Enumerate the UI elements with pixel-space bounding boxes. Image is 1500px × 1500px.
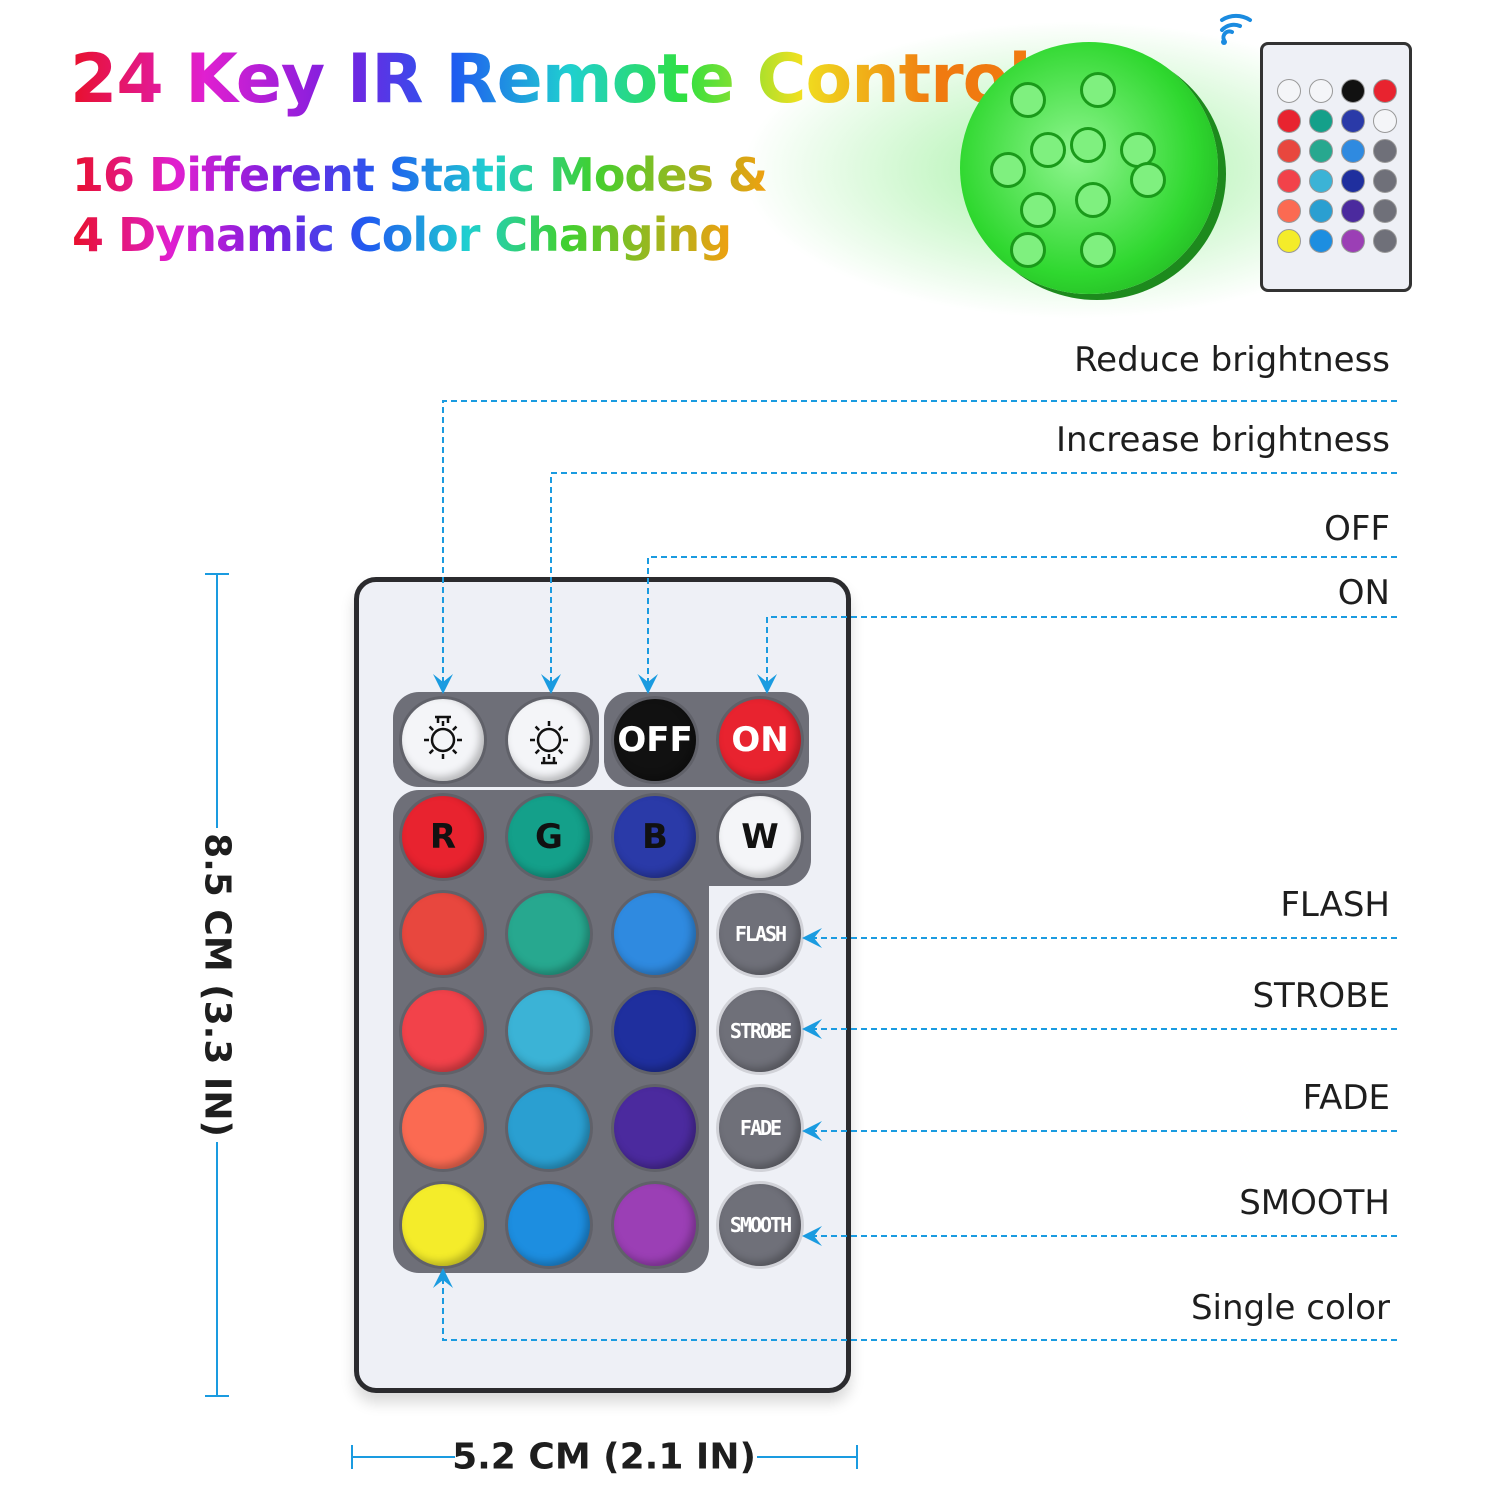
button-fade[interactable]: FADE	[719, 1087, 801, 1169]
button-increase-brightness[interactable]	[508, 699, 590, 781]
led-bulb	[1070, 127, 1106, 163]
led-bulb	[1010, 232, 1046, 268]
button-strobe[interactable]: STROBE	[719, 990, 801, 1072]
mini-remote-button	[1309, 169, 1333, 193]
mini-remote-button	[1277, 109, 1301, 133]
led-bulb	[1030, 132, 1066, 168]
label-on: ON	[1337, 573, 1390, 613]
increase-brightness-leader	[541, 472, 1397, 694]
button-g[interactable]: G	[508, 796, 590, 878]
color-button[interactable]	[614, 1087, 696, 1169]
mini-remote-button	[1373, 109, 1397, 133]
on-leader	[757, 616, 1397, 694]
mini-remote-button	[1341, 79, 1365, 103]
color-button[interactable]	[614, 990, 696, 1072]
button-b-label: B	[642, 817, 668, 857]
sun-bright-icon	[530, 721, 568, 765]
mini-remote-image	[1260, 42, 1412, 292]
led-bulb	[1130, 162, 1166, 198]
led-bulb	[1080, 72, 1116, 108]
mini-remote-button	[1309, 79, 1333, 103]
color-button[interactable]	[508, 1087, 590, 1169]
mini-remote-button	[1309, 109, 1333, 133]
subtitle-line-2: 4 Dynamic Color Changing	[72, 208, 732, 262]
height-dimension-line	[205, 573, 229, 1397]
color-button[interactable]	[402, 990, 484, 1072]
mini-remote-button	[1277, 169, 1301, 193]
single-color-leader	[433, 1268, 1397, 1341]
button-on-label: ON	[731, 720, 789, 760]
label-flash: FLASH	[1280, 885, 1390, 925]
page-title: 24 Key IR Remote Control	[70, 40, 1032, 119]
color-button[interactable]	[508, 1184, 590, 1266]
label-smooth: SMOOTH	[1239, 1183, 1390, 1223]
color-button[interactable]	[402, 1087, 484, 1169]
width-dimension-label: 5.2 CM (2.1 IN)	[452, 1436, 756, 1478]
color-button[interactable]	[614, 893, 696, 975]
button-w-label: W	[741, 817, 779, 857]
label-reduce-brightness: Reduce brightness	[1074, 340, 1390, 380]
off-leader	[638, 556, 1397, 694]
button-r[interactable]: R	[402, 796, 484, 878]
mini-remote-button	[1341, 229, 1365, 253]
button-off[interactable]: OFF	[614, 699, 696, 781]
label-strobe: STROBE	[1252, 976, 1390, 1016]
label-increase-brightness: Increase brightness	[1055, 420, 1390, 460]
mini-remote-button	[1309, 199, 1333, 223]
height-dimension-label: 8.5 CM (3.3 IN)	[196, 833, 238, 1137]
led-bulb	[1075, 182, 1111, 218]
button-r-label: R	[429, 817, 457, 857]
color-button[interactable]	[402, 893, 484, 975]
button-on[interactable]: ON	[719, 699, 801, 781]
mini-remote-button	[1341, 139, 1365, 163]
mini-remote-button	[1373, 229, 1397, 253]
mini-remote-button	[1373, 199, 1397, 223]
width-dimension-line	[351, 1445, 858, 1469]
mini-remote-button	[1341, 109, 1365, 133]
button-flash[interactable]: FLASH	[719, 893, 801, 975]
color-button[interactable]	[508, 990, 590, 1072]
sun-dim-icon	[424, 715, 462, 759]
button-reduce-brightness[interactable]	[402, 699, 484, 781]
mini-remote-button	[1277, 199, 1301, 223]
led-bulb	[990, 152, 1026, 188]
button-g-label: G	[535, 817, 563, 857]
mini-remote-button	[1309, 229, 1333, 253]
led-bulb	[1020, 192, 1056, 228]
label-single-color: Single color	[1190, 1288, 1390, 1328]
reduce-brightness-leader	[433, 400, 1397, 694]
color-button[interactable]	[402, 1184, 484, 1266]
led-bulb	[1080, 232, 1116, 268]
mini-remote-button	[1373, 79, 1397, 103]
submersible-led-lamp-image	[960, 42, 1218, 294]
button-w[interactable]: W	[719, 796, 801, 878]
color-button[interactable]	[614, 1184, 696, 1266]
button-smooth[interactable]: SMOOTH	[719, 1184, 801, 1266]
mini-remote-button	[1277, 229, 1301, 253]
button-flash-label: FLASH	[734, 922, 787, 946]
subtitle-line-1: 16 Different Static Modes &	[72, 148, 768, 202]
mini-remote-button	[1341, 169, 1365, 193]
mini-remote-button	[1341, 199, 1365, 223]
label-fade: FADE	[1302, 1078, 1390, 1118]
button-off-label: OFF	[617, 720, 693, 760]
button-smooth-label: SMOOTH	[729, 1213, 792, 1237]
led-bulb	[1010, 82, 1046, 118]
mini-remote-button	[1309, 139, 1333, 163]
button-strobe-label: STROBE	[729, 1019, 792, 1043]
button-b[interactable]: B	[614, 796, 696, 878]
mini-remote-button	[1373, 169, 1397, 193]
mini-remote-button	[1277, 139, 1301, 163]
mini-remote-button	[1277, 79, 1301, 103]
button-fade-label: FADE	[739, 1116, 782, 1140]
wireless-signal-icon	[1220, 13, 1252, 45]
mini-remote-button	[1373, 139, 1397, 163]
color-button[interactable]	[508, 893, 590, 975]
label-off: OFF	[1324, 509, 1390, 549]
